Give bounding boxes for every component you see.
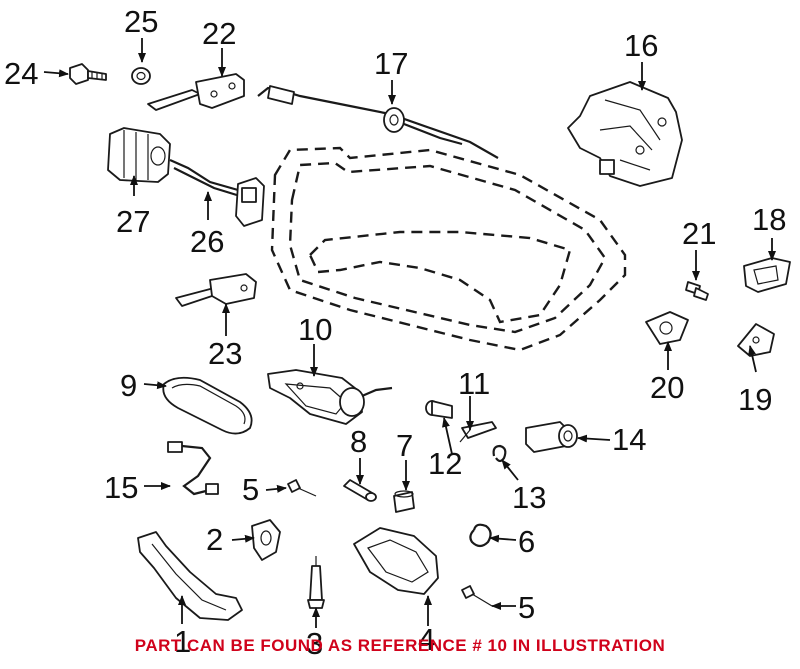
pin-part-12	[425, 400, 453, 419]
callout-4: 4	[418, 622, 435, 657]
callout-13: 13	[512, 480, 546, 515]
inner-handle-part-4	[353, 527, 439, 595]
callout-16: 16	[624, 28, 658, 63]
gasket-part-9	[162, 376, 253, 435]
callout-26: 26	[190, 224, 224, 259]
callout-27: 27	[116, 204, 150, 239]
harness-part-26	[169, 158, 265, 227]
callout-9: 9	[120, 368, 137, 403]
reference-note: PART CAN BE FOUND AS REFERENCE # 10 IN I…	[134, 636, 666, 655]
sleeve-part-8	[343, 479, 377, 502]
callout-3: 3	[306, 626, 323, 661]
cover-part-19	[737, 323, 775, 357]
callout-1: 1	[174, 624, 191, 659]
washer-part-25	[131, 67, 151, 85]
escutcheon-part-20	[645, 311, 689, 345]
callout-14: 14	[612, 422, 646, 457]
callout-18: 18	[752, 202, 786, 237]
callout-23: 23	[208, 336, 242, 371]
callout-numbers: 25 22 24 17 16 27 26 21 18 23 10 20 19 9…	[4, 4, 786, 661]
bushing-part-7	[393, 490, 415, 513]
leader-lines	[43, 38, 776, 628]
clip-part-13	[492, 444, 507, 463]
lock-module-part-16	[567, 81, 683, 187]
bracket-part-22	[147, 73, 245, 111]
cable-part-17	[257, 85, 499, 159]
cap-part-2	[251, 519, 281, 561]
door-outline	[270, 146, 627, 352]
boot-part-27	[107, 127, 171, 183]
callout-5-upper: 5	[242, 472, 259, 507]
callout-19: 19	[738, 382, 772, 417]
bolt-part-24	[69, 63, 107, 85]
handle-frame-part-10	[267, 369, 393, 425]
callout-15: 15	[104, 470, 138, 505]
callout-20: 20	[650, 370, 684, 405]
callout-8: 8	[350, 424, 367, 459]
callout-22: 22	[202, 16, 236, 51]
callout-17: 17	[374, 46, 408, 81]
outer-handle-part-1	[137, 531, 243, 621]
sensor-wire-part-15	[167, 441, 219, 496]
trim-cap-part-18	[743, 257, 791, 293]
callout-7: 7	[396, 428, 413, 463]
spring-clip-part-6	[469, 523, 492, 548]
callout-10: 10	[298, 312, 332, 347]
bracket-part-23	[175, 273, 257, 307]
callout-5-lower: 5	[518, 590, 535, 625]
callout-24: 24	[4, 56, 38, 91]
callout-11: 11	[458, 366, 490, 401]
callout-25: 25	[124, 4, 158, 39]
lock-cylinder-part-14	[525, 421, 578, 453]
callout-12: 12	[428, 446, 462, 481]
screw-part-5b	[461, 585, 493, 607]
callout-2: 2	[206, 522, 223, 557]
screw-part-21	[685, 281, 709, 301]
screw-part-5a	[287, 479, 317, 497]
connector-part-3	[307, 556, 325, 609]
lever-part-11	[459, 421, 497, 443]
callout-21: 21	[682, 216, 716, 251]
callout-6: 6	[518, 524, 535, 559]
